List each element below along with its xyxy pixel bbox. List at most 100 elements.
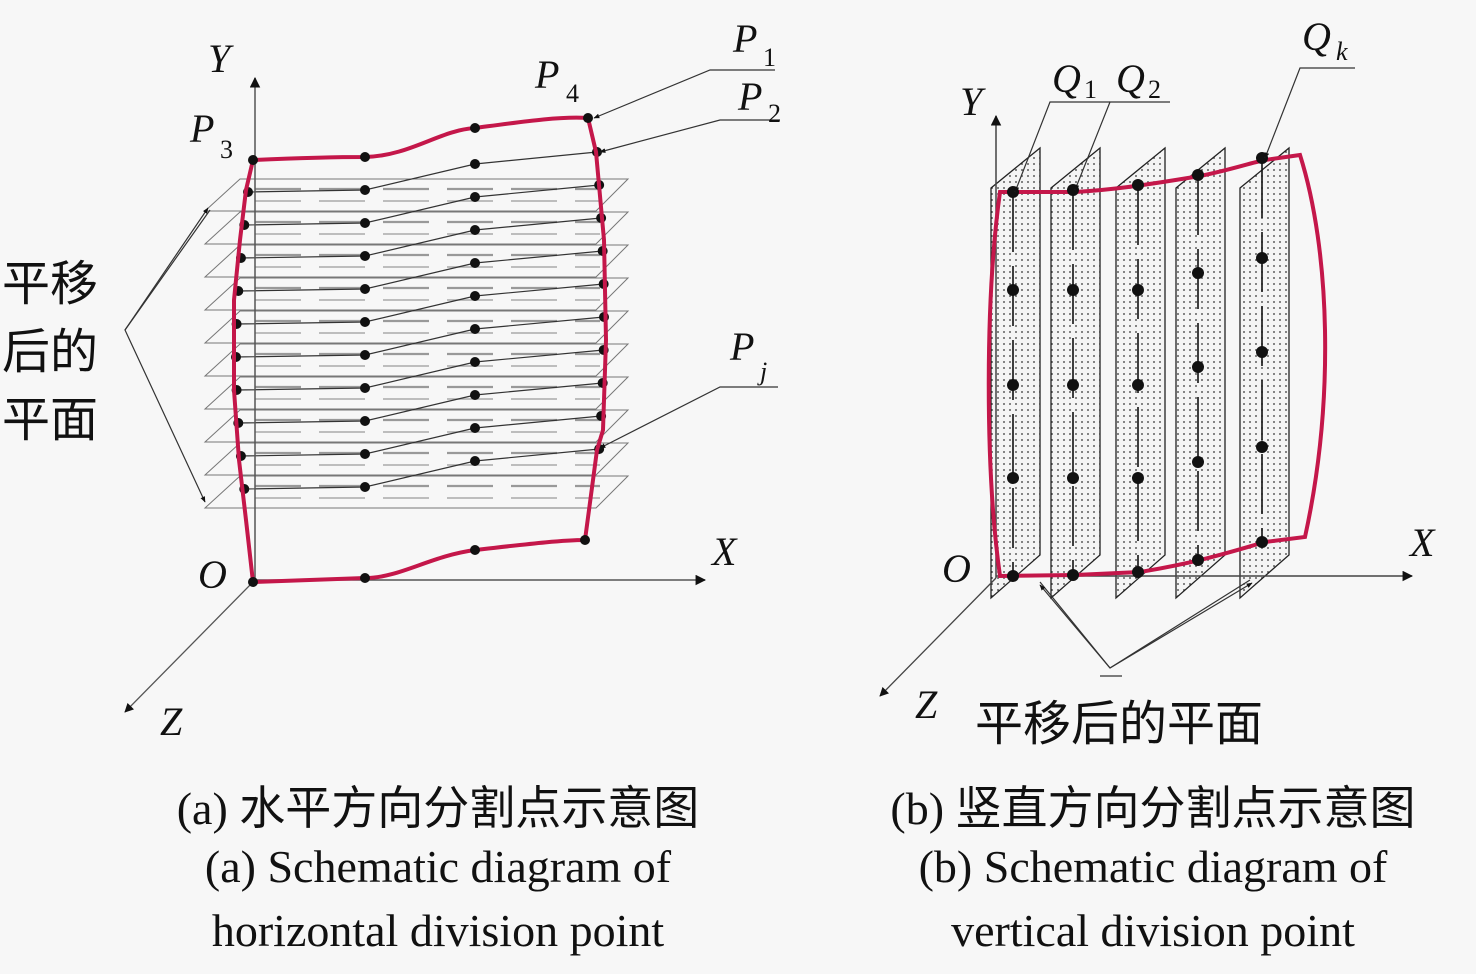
division-point [470,456,480,466]
svg-text:后的: 后的 [2,324,98,380]
division-point [1192,554,1204,566]
svg-text:平移: 平移 [2,256,98,312]
label-p3: P 3 [189,106,233,164]
division-point [360,350,370,360]
svg-text:P: P [729,324,754,369]
division-row-line [244,448,600,490]
svg-text:4: 4 [566,79,579,108]
translated-plane [1050,146,1101,600]
svg-text:2: 2 [768,99,781,128]
division-point [470,192,480,202]
division-point [1007,379,1019,391]
division-point [1192,456,1204,468]
translated-horizontal-planes [203,178,630,509]
y-axis-label: Y [960,79,986,124]
division-point [1067,472,1079,484]
translated-plane [203,244,630,278]
x-axis-label: X [1408,520,1436,565]
z-axis-label: Z [915,682,938,727]
x-axis-label: X [710,529,738,574]
z-axis [879,577,997,697]
svg-text:P: P [732,16,757,61]
division-point [1192,169,1204,181]
leader-planes-arrow-right [1109,582,1253,669]
division-point [470,258,480,268]
svg-text:P: P [534,52,559,97]
leader-q2 [1074,101,1170,191]
division-row-line [247,151,598,193]
division-point [1067,379,1079,391]
division-point [1256,536,1268,548]
division-point [470,357,480,367]
panel-a-horizontal: Y X Z O P 1 P 2 P 3 P 4 P j 平移 后的 平面 [2,16,781,744]
division-point [470,225,480,235]
svg-text:2: 2 [1148,75,1161,104]
division-point [360,218,370,228]
division-point [360,383,370,393]
svg-text:P: P [189,106,214,151]
division-point [470,390,480,400]
translated-vertical-planes [990,146,1290,600]
svg-text:j: j [757,357,767,386]
translated-plane [203,442,630,476]
svg-text:P: P [737,74,762,119]
division-point [1256,252,1268,264]
leader-q1 [1014,101,1110,193]
division-point [1067,569,1079,581]
svg-text:Q: Q [1052,56,1081,101]
translated-plane [203,376,630,410]
division-point [360,317,370,327]
caption-a-cn: (a) 水平方向分割点示意图 [176,783,700,834]
division-point [470,159,480,169]
division-point [1067,284,1079,296]
boundary-curve [232,115,609,585]
division-row-line [235,316,605,358]
vertical-division-points [1007,152,1268,582]
division-point [360,185,370,195]
division-row-line [238,382,603,424]
division-row-line [240,217,602,259]
z-axis-label: Z [160,699,183,744]
translated-plane [203,409,630,443]
division-point [360,416,370,426]
division-point [1007,570,1019,582]
division-point [1132,472,1144,484]
origin-label: O [198,552,227,597]
caption-a-en-line2: horizontal division point [211,905,665,956]
leader-p1 [593,69,775,119]
origin-label: O [942,546,971,591]
label-p4: P 4 [534,52,579,108]
leader-planes [124,209,211,503]
division-point [470,324,480,334]
boundary-points [248,113,593,587]
svg-text:Q: Q [1302,14,1331,59]
svg-text:3: 3 [220,135,233,164]
caption-b-en-line1: (b) Schematic diagram of [918,841,1388,892]
label-pj: P j [729,324,767,386]
svg-text:1: 1 [1084,75,1097,104]
division-point [1007,472,1019,484]
division-point [1007,284,1019,296]
translated-planes-label: 平移后的平面 [975,696,1263,752]
division-row-line [240,415,602,457]
division-point [360,482,370,492]
translated-plane [1239,146,1290,600]
division-point [470,423,480,433]
division-point [1132,179,1144,191]
label-p1: P 1 [732,16,776,72]
label-qk: Q k [1302,14,1348,66]
caption-b-cn: (b) 竖直方向分割点示意图 [890,783,1416,834]
translated-plane [203,178,630,212]
translated-plane [203,310,630,344]
translated-plane [203,475,630,509]
translated-planes-label: 平移 后的 平面 [2,256,98,448]
division-row-line [236,349,604,391]
svg-text:k: k [1336,37,1348,66]
label-q2: Q 2 [1116,56,1161,104]
panel-b-vertical: Y X Z O Q 1 Q 2 Q k 平移后的平面 [879,14,1436,752]
division-row-line [244,184,600,226]
leader-pj [599,386,778,449]
svg-text:平面: 平面 [2,392,98,448]
leader-planes [1039,579,1251,669]
translated-plane [1115,146,1166,600]
